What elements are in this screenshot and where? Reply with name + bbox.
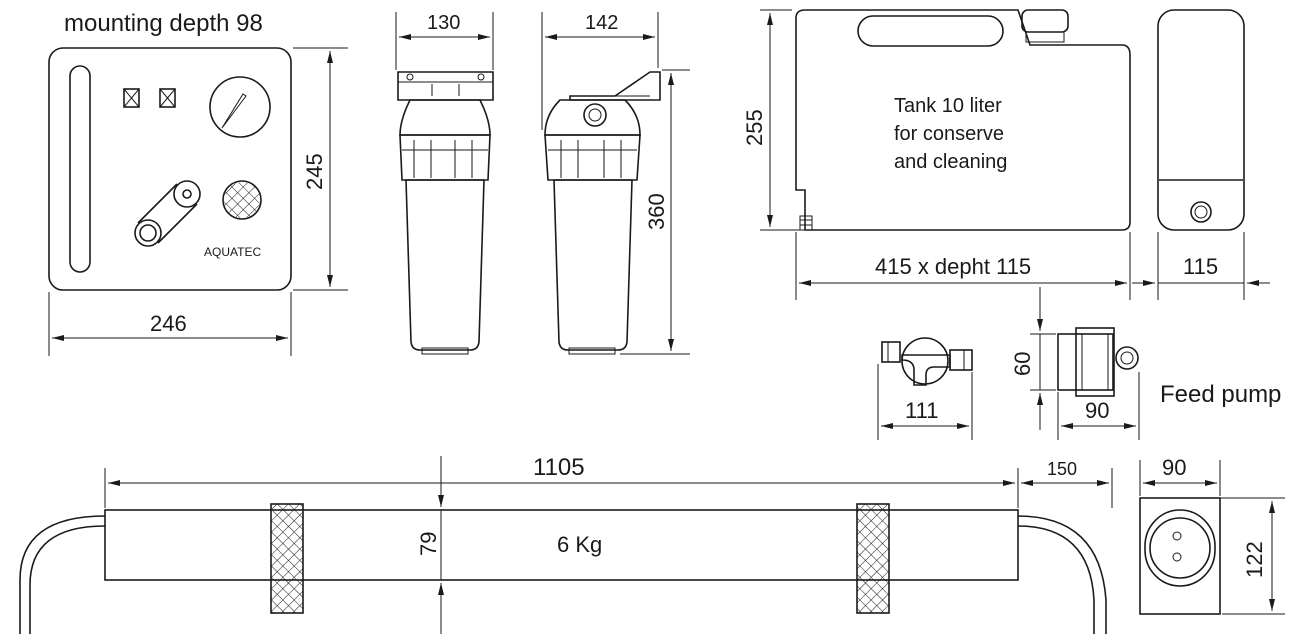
- panel-height-dimension: 245: [293, 47, 348, 291]
- membrane-end-height-value: 122: [1242, 541, 1267, 578]
- membrane-end-view: 90 122: [1139, 455, 1285, 615]
- filter-side-width-dimension: 142: [541, 12, 659, 130]
- filter-front-width-value: 130: [427, 12, 460, 34]
- control-panel: mounting depth 98: [48, 10, 348, 356]
- filter-side-width-value: 142: [585, 12, 618, 34]
- feed-pump-label: Feed pump: [1160, 381, 1281, 408]
- feed-pump-height-dimension: 60: [1010, 287, 1056, 430]
- membrane-end-width-value: 90: [1162, 455, 1186, 480]
- membrane-clearance-dimension: 150: [1021, 459, 1113, 508]
- panel-pressure-gauge: [209, 76, 271, 138]
- feed-pump-side-width-value: 90: [1085, 398, 1109, 423]
- panel-width-dimension: 246: [48, 292, 292, 356]
- filter-front-width-dimension: 130: [395, 12, 494, 70]
- feed-pump-front-width-value: 111: [905, 398, 938, 423]
- feed-pump-front-width-dimension: 111: [877, 364, 973, 440]
- tank-label-line-3: and cleaning: [894, 151, 1007, 173]
- panel-height-value: 245: [302, 153, 327, 190]
- panel-switch-left: [123, 88, 140, 108]
- panel-level-window: [69, 65, 91, 273]
- membrane-diameter-dimension: 79: [416, 456, 460, 634]
- panel-valve-handle: [134, 180, 201, 247]
- tank-side-view: 115: [1132, 9, 1270, 300]
- panel-brand-label: AQUATEC: [204, 245, 261, 259]
- tank-label-line-2: for conserve: [894, 123, 1004, 145]
- feed-pump-height-value: 60: [1010, 352, 1035, 376]
- membrane-weight-label: 6 Kg: [557, 532, 602, 557]
- tank-side-width-dimension: 115: [1132, 232, 1270, 300]
- tank-width-value: 415 x depht 115: [875, 254, 1031, 279]
- tank-label-line-1: Tank 10 liter: [894, 95, 1002, 117]
- filter-housing-side: 142 360: [541, 12, 690, 355]
- membrane-clearance-value: 150: [1047, 459, 1077, 479]
- panel-body: [48, 47, 292, 291]
- membrane-clamp-left: [270, 503, 304, 614]
- membrane-diameter-value: 79: [416, 532, 441, 556]
- feed-pump-front: 111: [877, 337, 973, 440]
- feed-pump-side: 60 90: [1010, 287, 1140, 440]
- tank-height-dimension: 255: [742, 9, 802, 231]
- tank-side-width-value: 115: [1183, 254, 1218, 279]
- panel-width-value: 246: [150, 311, 187, 336]
- membrane-length-dimension: 1105: [104, 454, 1019, 508]
- filter-side-height-value: 360: [644, 193, 669, 230]
- tank: Tank 10 liter for conserve and cleaning …: [742, 9, 1131, 300]
- tank-width-dimension: 415 x depht 115: [795, 232, 1131, 300]
- membrane-length-value: 1105: [533, 454, 585, 481]
- feed-pump-side-width-dimension: 90: [1057, 372, 1140, 440]
- panel-switch-right: [159, 88, 176, 108]
- panel-knob: [222, 180, 262, 220]
- filter-side-height-dimension: 360: [620, 69, 690, 355]
- panel-mounting-depth-label: mounting depth 98: [64, 10, 263, 37]
- membrane-vessel: 6 Kg 1105 150 79: [19, 454, 1113, 634]
- membrane-clamp-right: [856, 503, 890, 614]
- membrane-end-width-dimension: 90: [1139, 455, 1221, 496]
- filter-housing-front: 130: [395, 12, 494, 355]
- tank-height-value: 255: [742, 109, 767, 146]
- membrane-end-height-dimension: 122: [1180, 497, 1285, 615]
